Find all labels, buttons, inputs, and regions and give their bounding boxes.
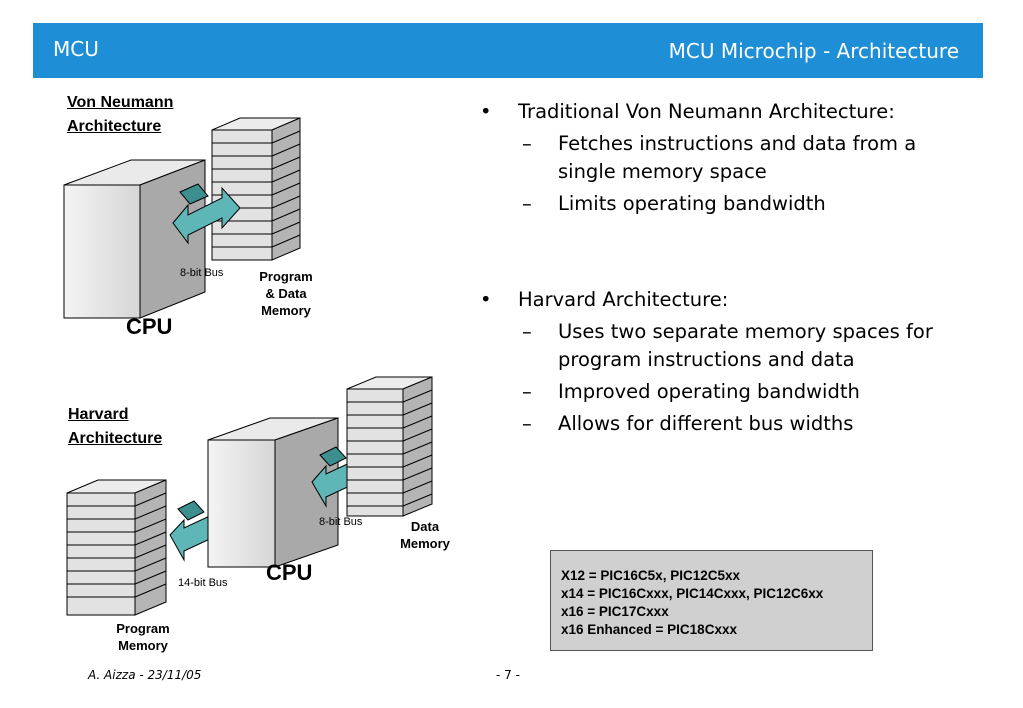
sub-bullet-dash: – bbox=[522, 412, 532, 435]
harvard-program-memory-line2: Memory bbox=[118, 638, 168, 653]
von-neumann-title-line1: Von Neumann bbox=[67, 94, 174, 111]
vn-bus-arrow bbox=[172, 183, 241, 245]
bullet-item: • Traditional Von Neumann Architecture: bbox=[476, 98, 956, 126]
sub-bullet-item: – Allows for different bus widths bbox=[476, 410, 956, 438]
harvard-program-memory-line1: Program bbox=[116, 621, 170, 636]
bullet-list: • Traditional Von Neumann Architecture: … bbox=[476, 98, 956, 438]
sub-bullet-item: – Uses two separate memory spaces for pr… bbox=[476, 318, 956, 374]
sub-bullet-text: Allows for different bus widths bbox=[558, 412, 854, 435]
info-line: x14 = PIC16Cxxx, PIC14Cxxx, PIC12C6xx bbox=[561, 586, 824, 601]
harvard-data-bus-label: 8-bit Bus bbox=[319, 516, 363, 528]
vn-memory-label-line2: & Data bbox=[265, 286, 307, 301]
sub-bullet-dash: – bbox=[522, 380, 532, 403]
vn-memory-label: Program & Data Memory bbox=[248, 268, 324, 319]
header-bar: MCU MCU Microchip - Architecture bbox=[33, 23, 983, 78]
pic-family-info-box: X12 = PIC16C5x, PIC12C5xx x14 = PIC16Cxx… bbox=[550, 550, 873, 651]
harvard-cpu-label: CPU bbox=[266, 560, 313, 585]
sub-bullet-dash: – bbox=[522, 192, 532, 215]
harvard-program-memory-stack bbox=[66, 479, 167, 616]
sub-bullet-dash: – bbox=[522, 320, 532, 343]
harvard-program-memory-label: Program Memory bbox=[106, 620, 180, 654]
von-neumann-title: Von Neumann Architecture bbox=[67, 91, 173, 139]
bullet-dot: • bbox=[480, 288, 492, 311]
vn-cpu-box bbox=[63, 159, 206, 319]
harvard-data-memory-label: Data Memory bbox=[392, 518, 458, 552]
harvard-data-memory-stack bbox=[346, 376, 433, 517]
bullet-text: Traditional Von Neumann Architecture: bbox=[518, 100, 895, 123]
info-line: x16 Enhanced = PIC18Cxxx bbox=[561, 622, 737, 637]
info-line: x16 = PIC17Cxxx bbox=[561, 604, 669, 619]
section-title: MCU bbox=[53, 37, 99, 61]
bullet-dot: • bbox=[480, 100, 492, 123]
slide-title: MCU Microchip - Architecture bbox=[668, 39, 959, 63]
sub-bullet-text: Improved operating bandwidth bbox=[558, 380, 860, 403]
footer-page-number: - 7 - bbox=[496, 668, 520, 682]
footer-author-date: A. Aizza - 23/11/05 bbox=[88, 668, 202, 682]
vn-memory-stack bbox=[211, 117, 301, 261]
harvard-program-bus-label: 14-bit Bus bbox=[178, 577, 228, 589]
harvard-title-line1: Harvard bbox=[68, 406, 129, 423]
sub-bullet-item: – Limits operating bandwidth bbox=[476, 190, 956, 218]
vn-bus-label: 8-bit Bus bbox=[180, 267, 224, 279]
vn-cpu-label: CPU bbox=[126, 314, 173, 339]
info-line: X12 = PIC16C5x, PIC12C5xx bbox=[561, 568, 740, 583]
von-neumann-title-line2: Architecture bbox=[67, 118, 162, 135]
sub-bullet-text: Uses two separate memory spaces for prog… bbox=[558, 320, 933, 371]
harvard-data-memory-line1: Data bbox=[410, 519, 440, 534]
harvard-title-line2: Architecture bbox=[68, 430, 163, 447]
sub-bullet-text: Limits operating bandwidth bbox=[558, 192, 826, 215]
harvard-data-memory-line2: Memory bbox=[400, 536, 450, 551]
bullet-item: • Harvard Architecture: bbox=[476, 286, 956, 314]
harvard-title: Harvard Architecture bbox=[68, 403, 162, 451]
vn-memory-label-line1: Program bbox=[259, 269, 313, 284]
sub-bullet-item: – Fetches instructions and data from a s… bbox=[476, 130, 956, 186]
vn-memory-label-line3: Memory bbox=[261, 303, 311, 318]
sub-bullet-dash: – bbox=[522, 132, 532, 155]
sub-bullet-item: – Improved operating bandwidth bbox=[476, 378, 956, 406]
sub-bullet-text: Fetches instructions and data from a sin… bbox=[558, 132, 917, 183]
bullet-text: Harvard Architecture: bbox=[518, 288, 729, 311]
